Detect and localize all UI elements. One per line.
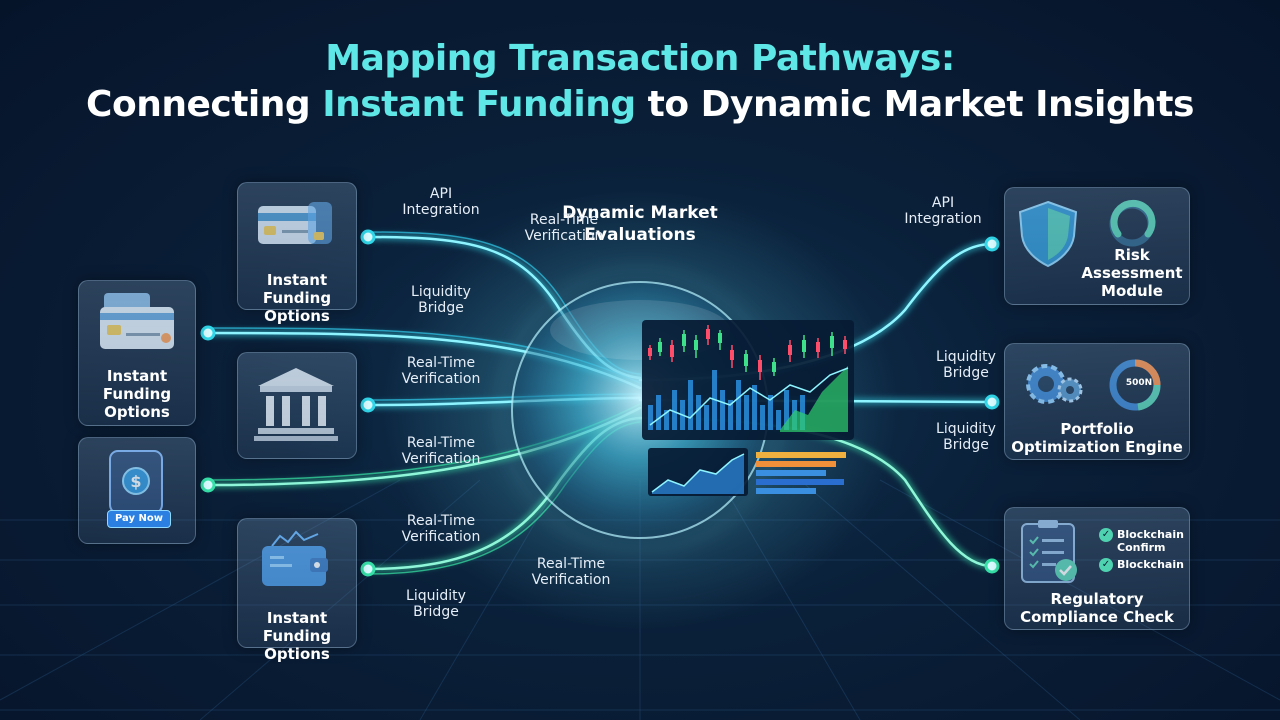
trend-line: [649, 367, 849, 426]
connector-label: Real-Time Verification: [531, 556, 611, 588]
page-title: Mapping Transaction Pathways:: [325, 38, 955, 79]
card-label: Instant Funding Options: [262, 271, 332, 325]
connector-label: Real-Time Verification: [401, 355, 481, 387]
connector-label: Liquidity Bridge: [936, 349, 996, 381]
check-icon: ✓: [1099, 528, 1113, 542]
left-card-bank[interactable]: [237, 352, 357, 459]
connector-label: API Integration: [402, 186, 480, 218]
right-card-compliance[interactable]: ✓Blockchain Confirm ✓Blockchain Regulato…: [1004, 507, 1190, 630]
gears-icon: [1026, 364, 1083, 404]
donut-gauge-icon: [1109, 199, 1156, 247]
donut-gauge-icon: [1109, 359, 1161, 411]
heatmap-widget: [756, 452, 846, 494]
left-card-mobile-payment[interactable]: Pay Now: [78, 437, 196, 544]
candlestick-chart: [648, 325, 847, 380]
connector-label: Liquidity Bridge: [936, 421, 996, 453]
credit-card-icon: [100, 293, 174, 349]
checklist-icon: [1021, 520, 1077, 583]
bank-icon: [254, 368, 338, 441]
card-label: Portfolio Optimization Engine: [1011, 420, 1183, 456]
check-item-2: ✓Blockchain: [1099, 558, 1184, 572]
card-label: Risk Assessment Module: [1081, 246, 1183, 300]
gauge-value: 500N: [1125, 378, 1153, 388]
connector-endpoints: [200, 229, 1000, 577]
card-label: Regulatory Compliance Check: [1020, 590, 1174, 626]
connector-label: Real-Time Verification: [524, 212, 604, 244]
connector-label: Real-Time Verification: [401, 435, 481, 467]
card-label: Instant Funding Options: [102, 367, 172, 421]
central-orb: [499, 269, 854, 551]
left-card-funding-1[interactable]: Instant Funding Options: [237, 182, 357, 325]
connector-label: Liquidity Bridge: [406, 588, 466, 620]
page-subtitle: Connecting Instant Funding to Dynamic Ma…: [86, 84, 1194, 125]
left-card-funding-2[interactable]: Instant Funding Options: [78, 280, 196, 426]
right-card-risk[interactable]: Risk Assessment Module: [1004, 187, 1190, 305]
center-node-title: Dynamic Market Evaluations: [562, 203, 718, 245]
shield-icon: [1018, 200, 1078, 268]
svg-text:$: $: [130, 472, 141, 491]
credit-card-icon: [258, 202, 332, 244]
connector-label: Real-Time Verification: [401, 513, 481, 545]
pay-now-button[interactable]: Pay Now: [107, 510, 171, 528]
check-icon: ✓: [1099, 558, 1113, 572]
left-card-funding-3[interactable]: Instant Funding Options: [237, 518, 357, 663]
right-card-portfolio[interactable]: 500N Portfolio Optimization Engine: [1004, 343, 1190, 460]
mobile-payment-icon: $: [109, 450, 163, 514]
card-label: Instant Funding Options: [262, 609, 332, 663]
connector-label: API Integration: [904, 195, 982, 227]
area-chart: [780, 366, 848, 432]
check-item-1: ✓Blockchain Confirm: [1099, 528, 1184, 554]
title-highlight: Instant Funding: [322, 84, 636, 125]
connector-label: Liquidity Bridge: [411, 284, 471, 316]
wallet-icon: [262, 530, 328, 586]
